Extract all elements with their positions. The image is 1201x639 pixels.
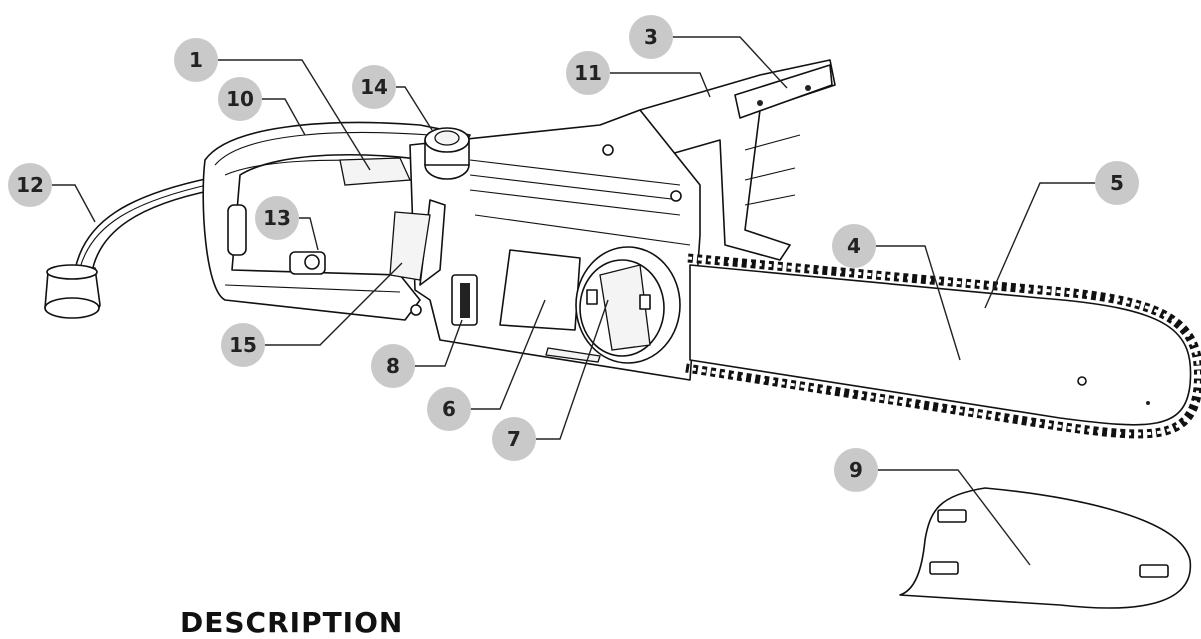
callout-10: 10 (218, 77, 262, 121)
callout-9: 9 (834, 448, 878, 492)
callout-3: 3 (629, 15, 673, 59)
leader-lines (52, 36, 1095, 566)
callout-1-label: 1 (189, 48, 203, 72)
guide-bar (689, 264, 1192, 426)
oil-level-window (389, 211, 431, 281)
safety-lock-button (289, 251, 326, 275)
callout-15-label: 15 (229, 333, 257, 357)
callout-9-label: 9 (849, 458, 863, 482)
callout-11-label: 11 (574, 61, 602, 85)
callout-8-label: 8 (386, 354, 400, 378)
section-heading: DESCRIPTION (180, 606, 404, 639)
callout-7: 7 (492, 417, 536, 461)
callout-12-label: 12 (16, 173, 44, 197)
callout-11: 11 (566, 51, 610, 95)
callout-5: 5 (1095, 161, 1139, 205)
bar-cover (899, 487, 1192, 609)
chain-tension-indicator (451, 274, 478, 326)
oil-tank-cap (424, 127, 470, 180)
callout-5-label: 5 (1110, 171, 1124, 195)
trigger-switch (339, 157, 411, 186)
callout-13: 13 (255, 196, 299, 240)
callout-1: 1 (174, 38, 218, 82)
callout-13-label: 13 (263, 206, 291, 230)
callout-15: 15 (221, 323, 265, 367)
callout-4: 4 (832, 224, 876, 268)
power-cord (44, 177, 214, 319)
callout-14: 14 (352, 65, 396, 109)
callout-12: 12 (8, 163, 52, 207)
sprocket-cover (499, 249, 581, 331)
callout-14-label: 14 (360, 75, 388, 99)
front-hand-guard (639, 59, 836, 261)
callout-3-label: 3 (644, 25, 658, 49)
callout-6-label: 6 (442, 397, 456, 421)
callout-6: 6 (427, 387, 471, 431)
chainsaw-diagram: 1 3 4 5 6 7 8 9 10 11 12 13 (8, 15, 1201, 609)
saw-chain (685, 253, 1201, 439)
callout-7-label: 7 (507, 427, 521, 451)
callout-8: 8 (371, 344, 415, 388)
callout-10-label: 10 (226, 87, 254, 111)
chain-tension-knob (575, 246, 681, 364)
callout-4-label: 4 (847, 234, 861, 258)
